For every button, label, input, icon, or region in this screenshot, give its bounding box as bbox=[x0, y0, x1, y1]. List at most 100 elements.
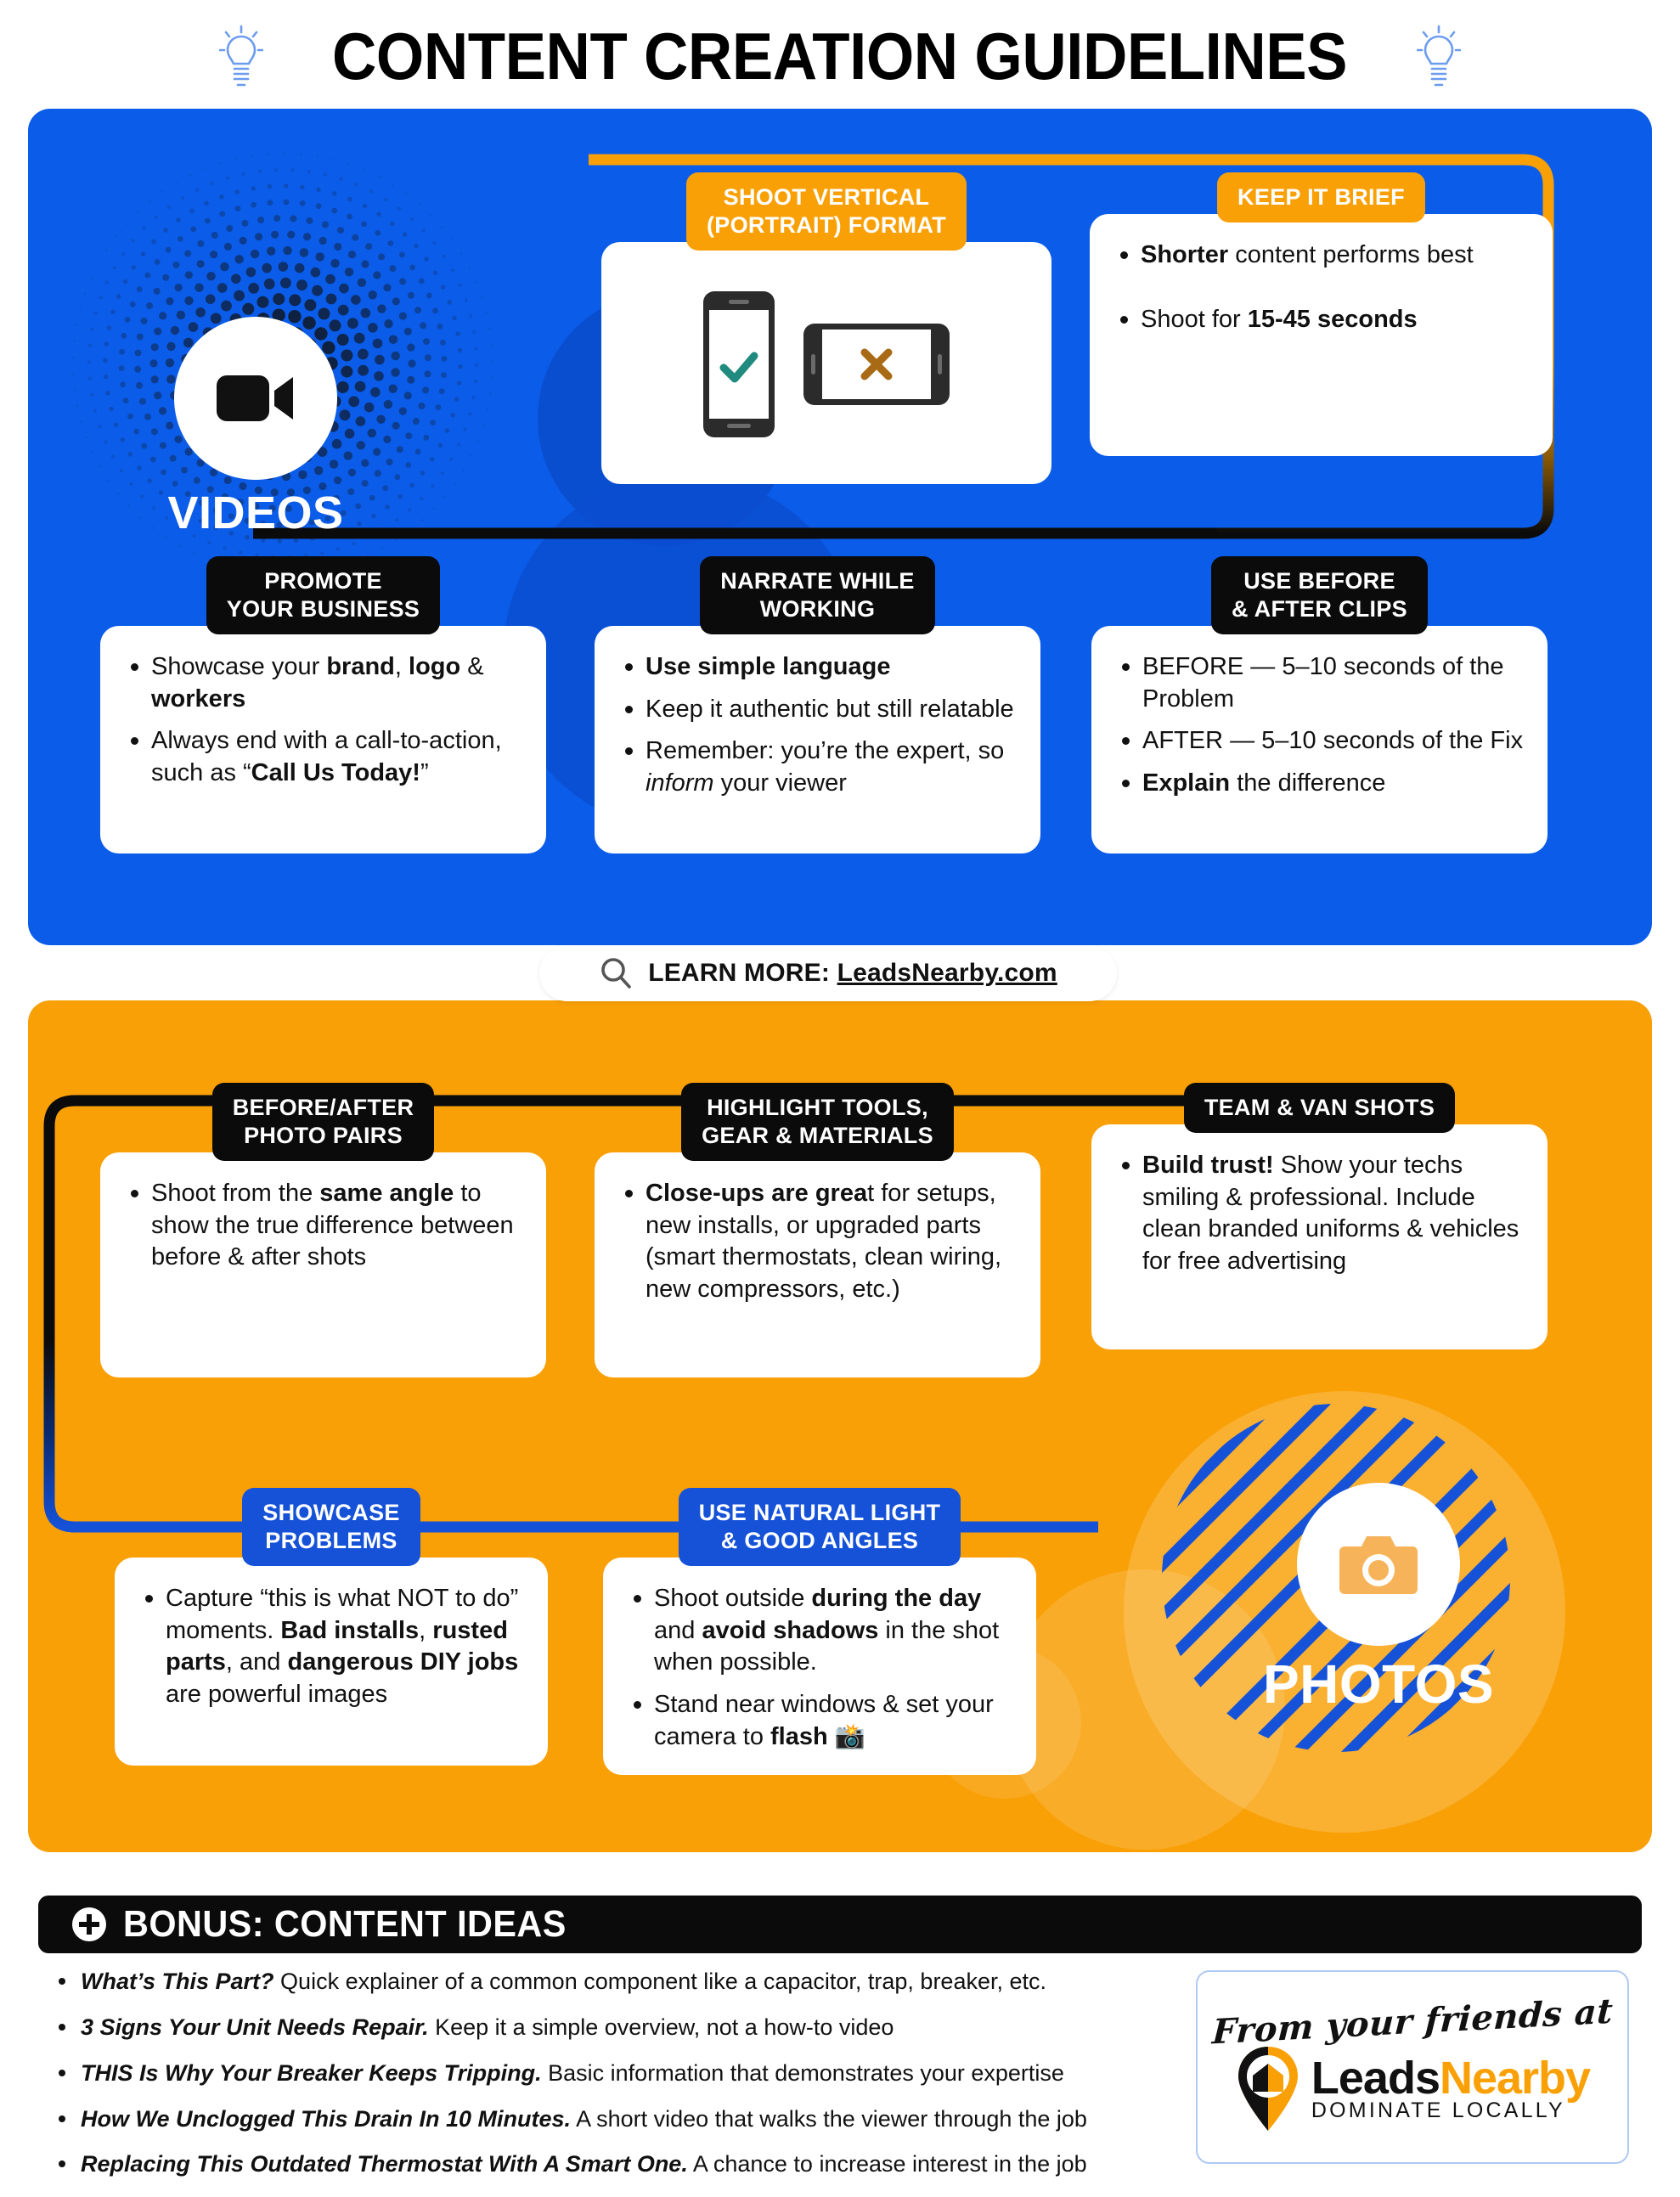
card-body-highlight-tools-gear-materials: Close-ups are great for setups, new inst… bbox=[595, 1152, 1040, 1377]
logo-wordmark: LeadsNearby DOMINATE LOCALLY bbox=[1311, 2055, 1591, 2122]
bullet-list: Use simple language Keep it authentic bu… bbox=[617, 651, 1018, 800]
header-line-2: & GOOD ANGLES bbox=[720, 1527, 919, 1553]
text-span: Always end with a call-to-action, such a… bbox=[151, 727, 502, 786]
header-line-1: TEAM & VAN SHOTS bbox=[1204, 1095, 1435, 1120]
bonus-header-bar: BONUS: CONTENT IDEAS bbox=[38, 1896, 1642, 1953]
bold-span: Build trust! bbox=[1142, 1151, 1274, 1179]
text-span: Shoot for bbox=[1141, 305, 1248, 333]
header-line-1: NARRATE WHILE bbox=[720, 568, 915, 594]
bold-span: Shorter bbox=[1141, 240, 1229, 268]
idea-title: THIS Is Why Your Breaker Keeps Tripping. bbox=[81, 2059, 542, 2086]
text-span: Shoot outside bbox=[654, 1584, 812, 1612]
page-title: CONTENT CREATION GUIDELINES bbox=[332, 18, 1348, 93]
page-header: CONTENT CREATION GUIDELINES bbox=[0, 0, 1680, 100]
lightbulb-icon bbox=[219, 23, 264, 89]
card-header-highlight-tools-gear-materials: HIGHLIGHT TOOLS, GEAR & MATERIALS bbox=[681, 1083, 954, 1161]
card-body-showcase-problems: Capture “this is what NOT to do” moments… bbox=[115, 1557, 548, 1766]
brand-name: LeadsNearby bbox=[1311, 2055, 1591, 2101]
bold-span: during the day bbox=[811, 1584, 982, 1612]
card-body-promote-your-business: Showcase your brand, logo & workers Alwa… bbox=[100, 625, 546, 853]
card-header-showcase-problems: SHOWCASE PROBLEMS bbox=[242, 1488, 420, 1566]
videos-category-label: VIDEOS bbox=[167, 487, 344, 538]
header-line-1: KEEP IT BRIEF bbox=[1237, 184, 1405, 210]
list-item: Close-ups are great for setups, new inst… bbox=[617, 1178, 1018, 1306]
list-item: Capture “this is what NOT to do” moments… bbox=[137, 1583, 526, 1711]
idea-description: Basic information that demonstrates your… bbox=[541, 2059, 1064, 2086]
video-camera-icon bbox=[217, 375, 293, 421]
learn-more-text: LEARN MORE: LeadsNearby.com bbox=[648, 959, 1057, 988]
idea-title: What’s This Part? bbox=[81, 1969, 274, 1994]
idea-description: Keep it a simple overview, not a how-to … bbox=[428, 2014, 894, 2040]
header-line-1: SHOWCASE bbox=[262, 1500, 400, 1525]
cross-icon bbox=[803, 324, 950, 406]
search-icon bbox=[601, 958, 631, 989]
bullet-list: Close-ups are great for setups, new inst… bbox=[617, 1178, 1018, 1306]
text-span: Stand near windows & set your camera to bbox=[654, 1690, 994, 1750]
card-header-promote-your-business: PROMOTE YOUR BUSINESS bbox=[206, 556, 441, 634]
bullet-list: Shorter content performs best Shoot for … bbox=[1112, 239, 1531, 335]
brand-nearby: Nearby bbox=[1439, 2052, 1591, 2104]
card-header-before-after-photo-pairs: BEFORE/AFTER PHOTO PAIRS bbox=[211, 1083, 435, 1161]
list-item: Always end with a call-to-action, such a… bbox=[122, 725, 524, 789]
bonus-content-ideas-list: What’s This Part? Quick explainer of a c… bbox=[47, 1969, 1176, 2197]
learn-more-url[interactable]: LeadsNearby.com bbox=[837, 959, 1057, 987]
text-span: t for setups, new installs, or upgraded … bbox=[646, 1179, 1002, 1303]
card-shoot-vertical: SHOOT VERTICAL (PORTRAIT) FORMAT bbox=[601, 172, 1051, 484]
header-line-2: & AFTER CLIPS bbox=[1232, 595, 1407, 622]
list-item: Shoot outside during the day and avoid s… bbox=[625, 1583, 1014, 1679]
card-header-narrate-while-working: NARRATE WHILE WORKING bbox=[700, 556, 935, 634]
card-body-shoot-vertical bbox=[601, 241, 1051, 484]
card-header-keep-it-brief: KEEP IT BRIEF bbox=[1217, 172, 1425, 223]
photos-category-badge: PHOTOS bbox=[1217, 1483, 1540, 1715]
bold-span: rusted parts bbox=[166, 1616, 508, 1676]
list-item: 3 Signs Your Unit Needs Repair. Keep it … bbox=[47, 2014, 1176, 2042]
text-span: Showcase your bbox=[151, 652, 327, 680]
learn-more-pill[interactable]: LEARN MORE: LeadsNearby.com bbox=[539, 945, 1117, 1001]
card-promote-your-business: PROMOTE YOUR BUSINESS Showcase your bran… bbox=[100, 556, 546, 853]
from-your-friends-text: From your friends at bbox=[1210, 1991, 1615, 2052]
brand-leads: Leads bbox=[1311, 2052, 1440, 2104]
text-span: in the shot when possible. bbox=[654, 1616, 1000, 1676]
card-body-team-van-shots: Build trust! Show your techs smiling & p… bbox=[1091, 1124, 1548, 1349]
card-keep-it-brief: KEEP IT BRIEF Shorter content performs b… bbox=[1090, 172, 1553, 456]
card-body-keep-it-brief: Shorter content performs best Shoot for … bbox=[1090, 213, 1553, 456]
list-item: Stand near windows & set your camera to … bbox=[625, 1689, 1014, 1753]
video-camera-icon-circle bbox=[174, 317, 337, 480]
bullet-list: Capture “this is what NOT to do” moments… bbox=[137, 1583, 526, 1711]
bold-span: brand bbox=[326, 652, 395, 680]
list-item: What’s This Part? Quick explainer of a c… bbox=[47, 1969, 1176, 1996]
card-body-use-before-after-clips: BEFORE — 5–10 seconds of the Problem AFT… bbox=[1091, 625, 1548, 853]
card-narrate-while-working: NARRATE WHILE WORKING Use simple languag… bbox=[595, 556, 1040, 853]
bold-span: dangerous DIY jobs bbox=[287, 1648, 519, 1676]
header-line-1: USE BEFORE bbox=[1243, 568, 1395, 594]
header-line-2: YOUR BUSINESS bbox=[226, 595, 420, 622]
text-span: ” bbox=[420, 758, 429, 786]
header-line-1: SHOOT VERTICAL bbox=[723, 184, 930, 210]
header-line-1: HIGHLIGHT TOOLS, bbox=[707, 1095, 928, 1120]
bullet-list: Build trust! Show your techs smiling & p… bbox=[1113, 1150, 1525, 1278]
photos-category-label: PHOTOS bbox=[1262, 1653, 1495, 1715]
logo-row: LeadsNearby DOMINATE LOCALLY bbox=[1235, 2045, 1591, 2133]
list-item: Use simple language bbox=[617, 651, 1018, 684]
list-item: Keep it authentic but still relatable bbox=[617, 694, 1018, 726]
list-item: AFTER — 5–10 seconds of the Fix bbox=[1113, 725, 1525, 758]
italic-span: inform bbox=[646, 769, 714, 797]
bold-span: Close-ups are grea bbox=[646, 1179, 868, 1207]
header-line-2: GEAR & MATERIALS bbox=[702, 1122, 933, 1148]
text-span: Remember: you’re the expert, so bbox=[646, 737, 1005, 765]
card-header-use-before-after-clips: USE BEFORE & AFTER CLIPS bbox=[1211, 556, 1428, 634]
brand-tagline: DOMINATE LOCALLY bbox=[1311, 2098, 1565, 2122]
camera-icon-circle bbox=[1297, 1483, 1460, 1646]
card-header-shoot-vertical: SHOOT VERTICAL (PORTRAIT) FORMAT bbox=[685, 172, 967, 251]
text-span: your viewer bbox=[713, 769, 847, 797]
camera-flash-icon: 📸 bbox=[827, 1722, 865, 1750]
bullet-list: BEFORE — 5–10 seconds of the Problem AFT… bbox=[1113, 651, 1525, 800]
list-item: Shoot from the same angle to show the tr… bbox=[122, 1178, 524, 1274]
list-item: Build trust! Show your techs smiling & p… bbox=[1113, 1150, 1525, 1278]
idea-description: A short video that walks the viewer thro… bbox=[571, 2105, 1087, 2132]
list-item: Explain the difference bbox=[1113, 768, 1525, 800]
text-span: , bbox=[394, 652, 409, 680]
card-team-van-shots: TEAM & VAN SHOTS Build trust! Show your … bbox=[1091, 1083, 1548, 1349]
text-span: and bbox=[654, 1616, 702, 1644]
idea-title: Replacing This Outdated Thermostat With … bbox=[81, 2151, 688, 2177]
